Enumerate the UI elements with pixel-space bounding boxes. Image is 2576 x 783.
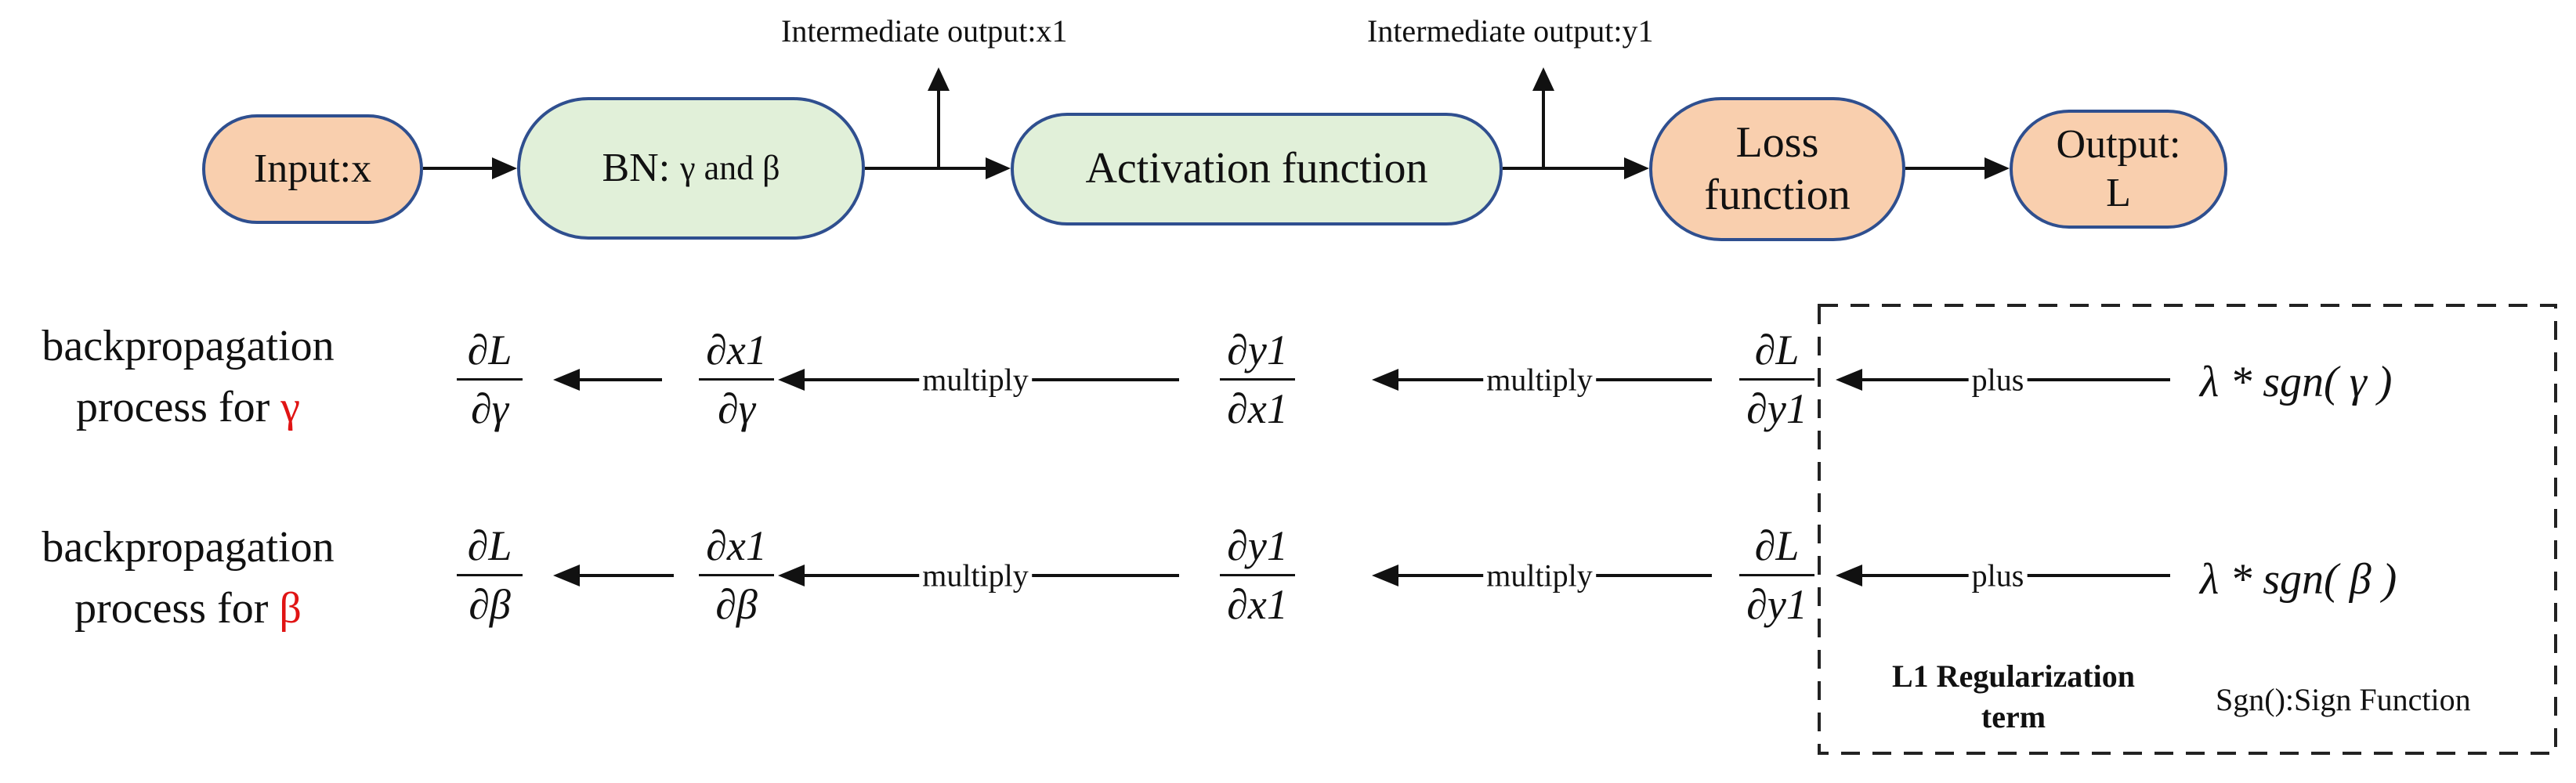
node-loss-label-line2: function	[1704, 171, 1851, 219]
fraction-denominator: ∂γ	[471, 385, 508, 433]
fraction-denominator: ∂β	[469, 581, 511, 629]
arrow-activation-to-loss	[1503, 157, 1649, 179]
fraction-dy1-dx1: ∂y1 ∂x1	[1220, 327, 1295, 433]
op-label-multiply: multiply	[919, 361, 1032, 399]
fraction-denominator: ∂γ	[718, 385, 755, 433]
arrow-bn-to-activation	[865, 157, 1011, 179]
fraction-denominator: ∂β	[715, 581, 758, 629]
l1-regularization-title: L1 Regularization term	[1837, 656, 2190, 738]
node-output-label-line1: Output:	[2056, 121, 2181, 167]
fraction-numerator: ∂L	[467, 327, 512, 374]
fraction-numerator: ∂L	[1754, 327, 1800, 374]
node-output-label-line2: L	[2106, 171, 2131, 215]
fraction-denominator: ∂y1	[1746, 581, 1807, 629]
row-beta-label-prefix: process for	[74, 584, 280, 633]
row-beta-variable: β	[279, 584, 302, 633]
row-beta-label-line2: process for β	[24, 578, 353, 639]
row-gamma-label: backpropagation process for γ	[24, 316, 353, 438]
l1-title-line1: L1 Regularization	[1892, 659, 2135, 694]
node-loss: Loss function	[1649, 97, 1905, 241]
fraction-dL-dbeta: ∂L ∂β	[457, 522, 523, 629]
arrow-intermediate-y1	[1532, 67, 1554, 168]
node-output: Output: L	[2010, 110, 2227, 229]
node-input: Input:x	[202, 114, 423, 224]
fraction-dL-dy1: ∂L ∂y1	[1739, 522, 1814, 629]
row-gamma-variable: γ	[280, 383, 300, 432]
node-input-label: Input:x	[253, 146, 372, 191]
fraction-numerator: ∂y1	[1227, 327, 1288, 374]
fraction-numerator: ∂L	[467, 522, 512, 570]
row-beta-label: backpropagation process for β	[24, 517, 353, 640]
fraction-dx1-dgamma: ∂x1 ∂γ	[699, 327, 774, 433]
op-label-multiply: multiply	[919, 557, 1032, 594]
op-label-multiply: multiply	[1483, 557, 1596, 594]
op-label-multiply: multiply	[1483, 361, 1596, 399]
row-gamma-label-line2: process for γ	[24, 377, 353, 438]
fraction-dy1-dx1: ∂y1 ∂x1	[1220, 522, 1295, 629]
arrow-row-beta-1	[553, 565, 674, 586]
fraction-numerator: ∂x1	[706, 327, 767, 374]
node-activation-label: Activation function	[1085, 144, 1428, 193]
arrow-intermediate-x1	[928, 67, 950, 168]
op-label-plus: plus	[1968, 557, 2028, 594]
fraction-dL-dy1: ∂L ∂y1	[1739, 327, 1814, 433]
node-bn: BN: γ and β	[517, 97, 865, 240]
node-activation: Activation function	[1011, 113, 1503, 226]
row-gamma-label-line1: backpropagation	[42, 322, 335, 370]
row-beta-label-line1: backpropagation	[42, 523, 335, 572]
intermediate-x1-label: Intermediate output:x1	[781, 13, 1068, 49]
fraction-denominator: ∂x1	[1227, 385, 1288, 433]
intermediate-y1-label: Intermediate output:y1	[1367, 13, 1654, 49]
l1-title-line2: term	[1981, 699, 2046, 734]
arrow-loss-to-output	[1905, 157, 2010, 179]
fraction-numerator: ∂x1	[706, 522, 767, 570]
fraction-dL-dgamma: ∂L ∂γ	[457, 327, 523, 433]
node-bn-label-params: γ and β	[680, 148, 780, 187]
reg-term-gamma: λ * sgn( γ )	[2200, 358, 2393, 406]
fraction-numerator: ∂y1	[1227, 522, 1288, 570]
row-gamma-label-prefix: process for	[76, 383, 281, 432]
node-bn-label-prefix: BN:	[602, 145, 681, 190]
node-loss-label-line1: Loss	[1735, 117, 1819, 167]
arrow-row-gamma-1	[553, 369, 662, 391]
regularization-box	[1818, 304, 2557, 755]
fraction-numerator: ∂L	[1754, 522, 1800, 570]
reg-term-beta: λ * sgn( β )	[2200, 555, 2397, 604]
fraction-denominator: ∂x1	[1227, 581, 1288, 629]
fraction-denominator: ∂y1	[1746, 385, 1807, 433]
sign-function-note: Sgn():Sign Function	[2216, 682, 2471, 717]
op-label-plus: plus	[1968, 361, 2028, 399]
fraction-dx1-dbeta: ∂x1 ∂β	[699, 522, 774, 629]
arrow-input-to-bn	[423, 157, 517, 179]
